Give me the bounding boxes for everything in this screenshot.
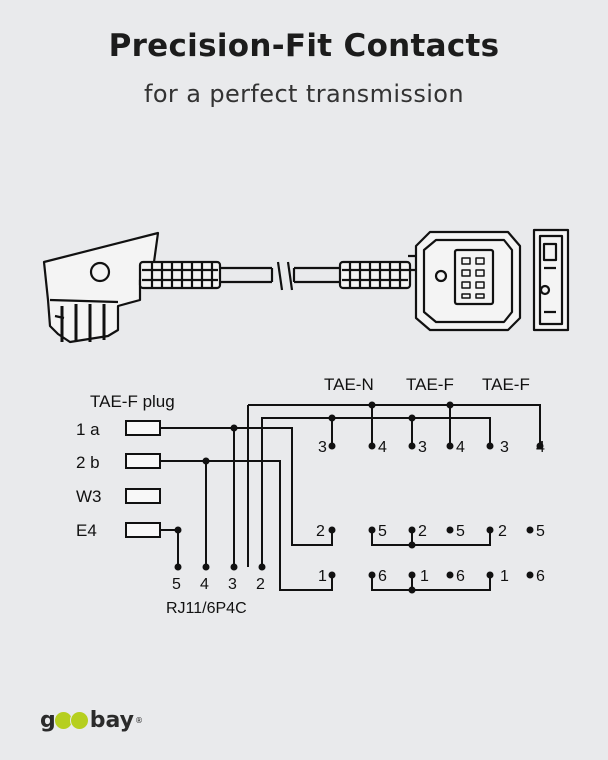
svg-text:5: 5 (536, 523, 545, 540)
cable-break-icon (276, 261, 294, 291)
brand-logo: g bay ® (40, 706, 143, 734)
logo-prefix: g (40, 707, 56, 733)
plug-pin-label-w3: W3 (76, 487, 102, 506)
plug-pin-shapes (125, 420, 161, 538)
socket-label-tae-f-2: TAE-F (482, 375, 530, 394)
logo-dots-icon (53, 710, 89, 730)
top-row-contact-labels: 3 4 3 4 3 4 (318, 439, 545, 456)
svg-text:5: 5 (378, 523, 387, 540)
rj-pin-label-5: 5 (172, 576, 181, 593)
plug-pin-label-2b: 2 b (76, 453, 100, 472)
svg-text:4: 4 (378, 439, 387, 456)
cable-left-icon (220, 266, 274, 284)
plug-pin-label-e4: E4 (76, 521, 97, 540)
logo-trademark: ® (135, 715, 144, 725)
svg-text:6: 6 (378, 568, 387, 585)
svg-text:6: 6 (456, 568, 465, 585)
plug-pin-w3-icon (125, 488, 161, 504)
plug-pin-label-1a: 1 a (76, 420, 100, 439)
cable-right-icon (292, 266, 340, 284)
plug-pin-e4-icon (125, 522, 161, 538)
svg-text:3: 3 (318, 439, 327, 456)
socket-label-tae-f-1: TAE-F (406, 375, 454, 394)
plug-pin-2b-icon (125, 453, 161, 469)
tae-plug-pins-icon (60, 304, 106, 342)
plug-label: TAE-F plug (90, 392, 175, 411)
rj-label: RJ11/6P4C (166, 600, 247, 617)
svg-text:2: 2 (418, 523, 427, 540)
svg-text:1: 1 (318, 568, 327, 585)
svg-text:1: 1 (500, 568, 509, 585)
page-subtitle: for a perfect transmission (144, 80, 464, 108)
strain-relief-right-icon (338, 260, 412, 290)
cable-illustration (42, 228, 570, 344)
plug-pin-1a-icon (125, 420, 161, 436)
rj11-side-icon (532, 228, 570, 332)
svg-text:2: 2 (316, 523, 325, 540)
svg-text:3: 3 (500, 439, 509, 456)
rj-pin-label-3: 3 (228, 576, 237, 593)
socket-label-tae-n: TAE-N (324, 375, 374, 394)
tae-plug-hole-icon (89, 261, 111, 283)
strain-relief-left-icon (138, 260, 222, 290)
svg-text:4: 4 (456, 439, 465, 456)
junction-dots (174, 401, 544, 594)
logo-suffix: bay (89, 707, 135, 733)
middle-row-contact-labels: 2 5 2 5 2 5 (316, 523, 545, 540)
svg-text:6: 6 (536, 568, 545, 585)
svg-text:4: 4 (536, 439, 545, 456)
wiring-lines (160, 404, 541, 591)
svg-text:1: 1 (420, 568, 429, 585)
svg-text:2: 2 (498, 523, 507, 540)
rj-pin-label-4: 4 (200, 576, 209, 593)
svg-text:3: 3 (418, 439, 427, 456)
bottom-row-contact-labels: 1 6 1 6 1 6 (318, 568, 545, 585)
rj-pin-label-2: 2 (256, 576, 265, 593)
rj11-head-icon (408, 230, 522, 332)
svg-text:5: 5 (456, 523, 465, 540)
page-title: Precision-Fit Contacts (108, 28, 500, 64)
